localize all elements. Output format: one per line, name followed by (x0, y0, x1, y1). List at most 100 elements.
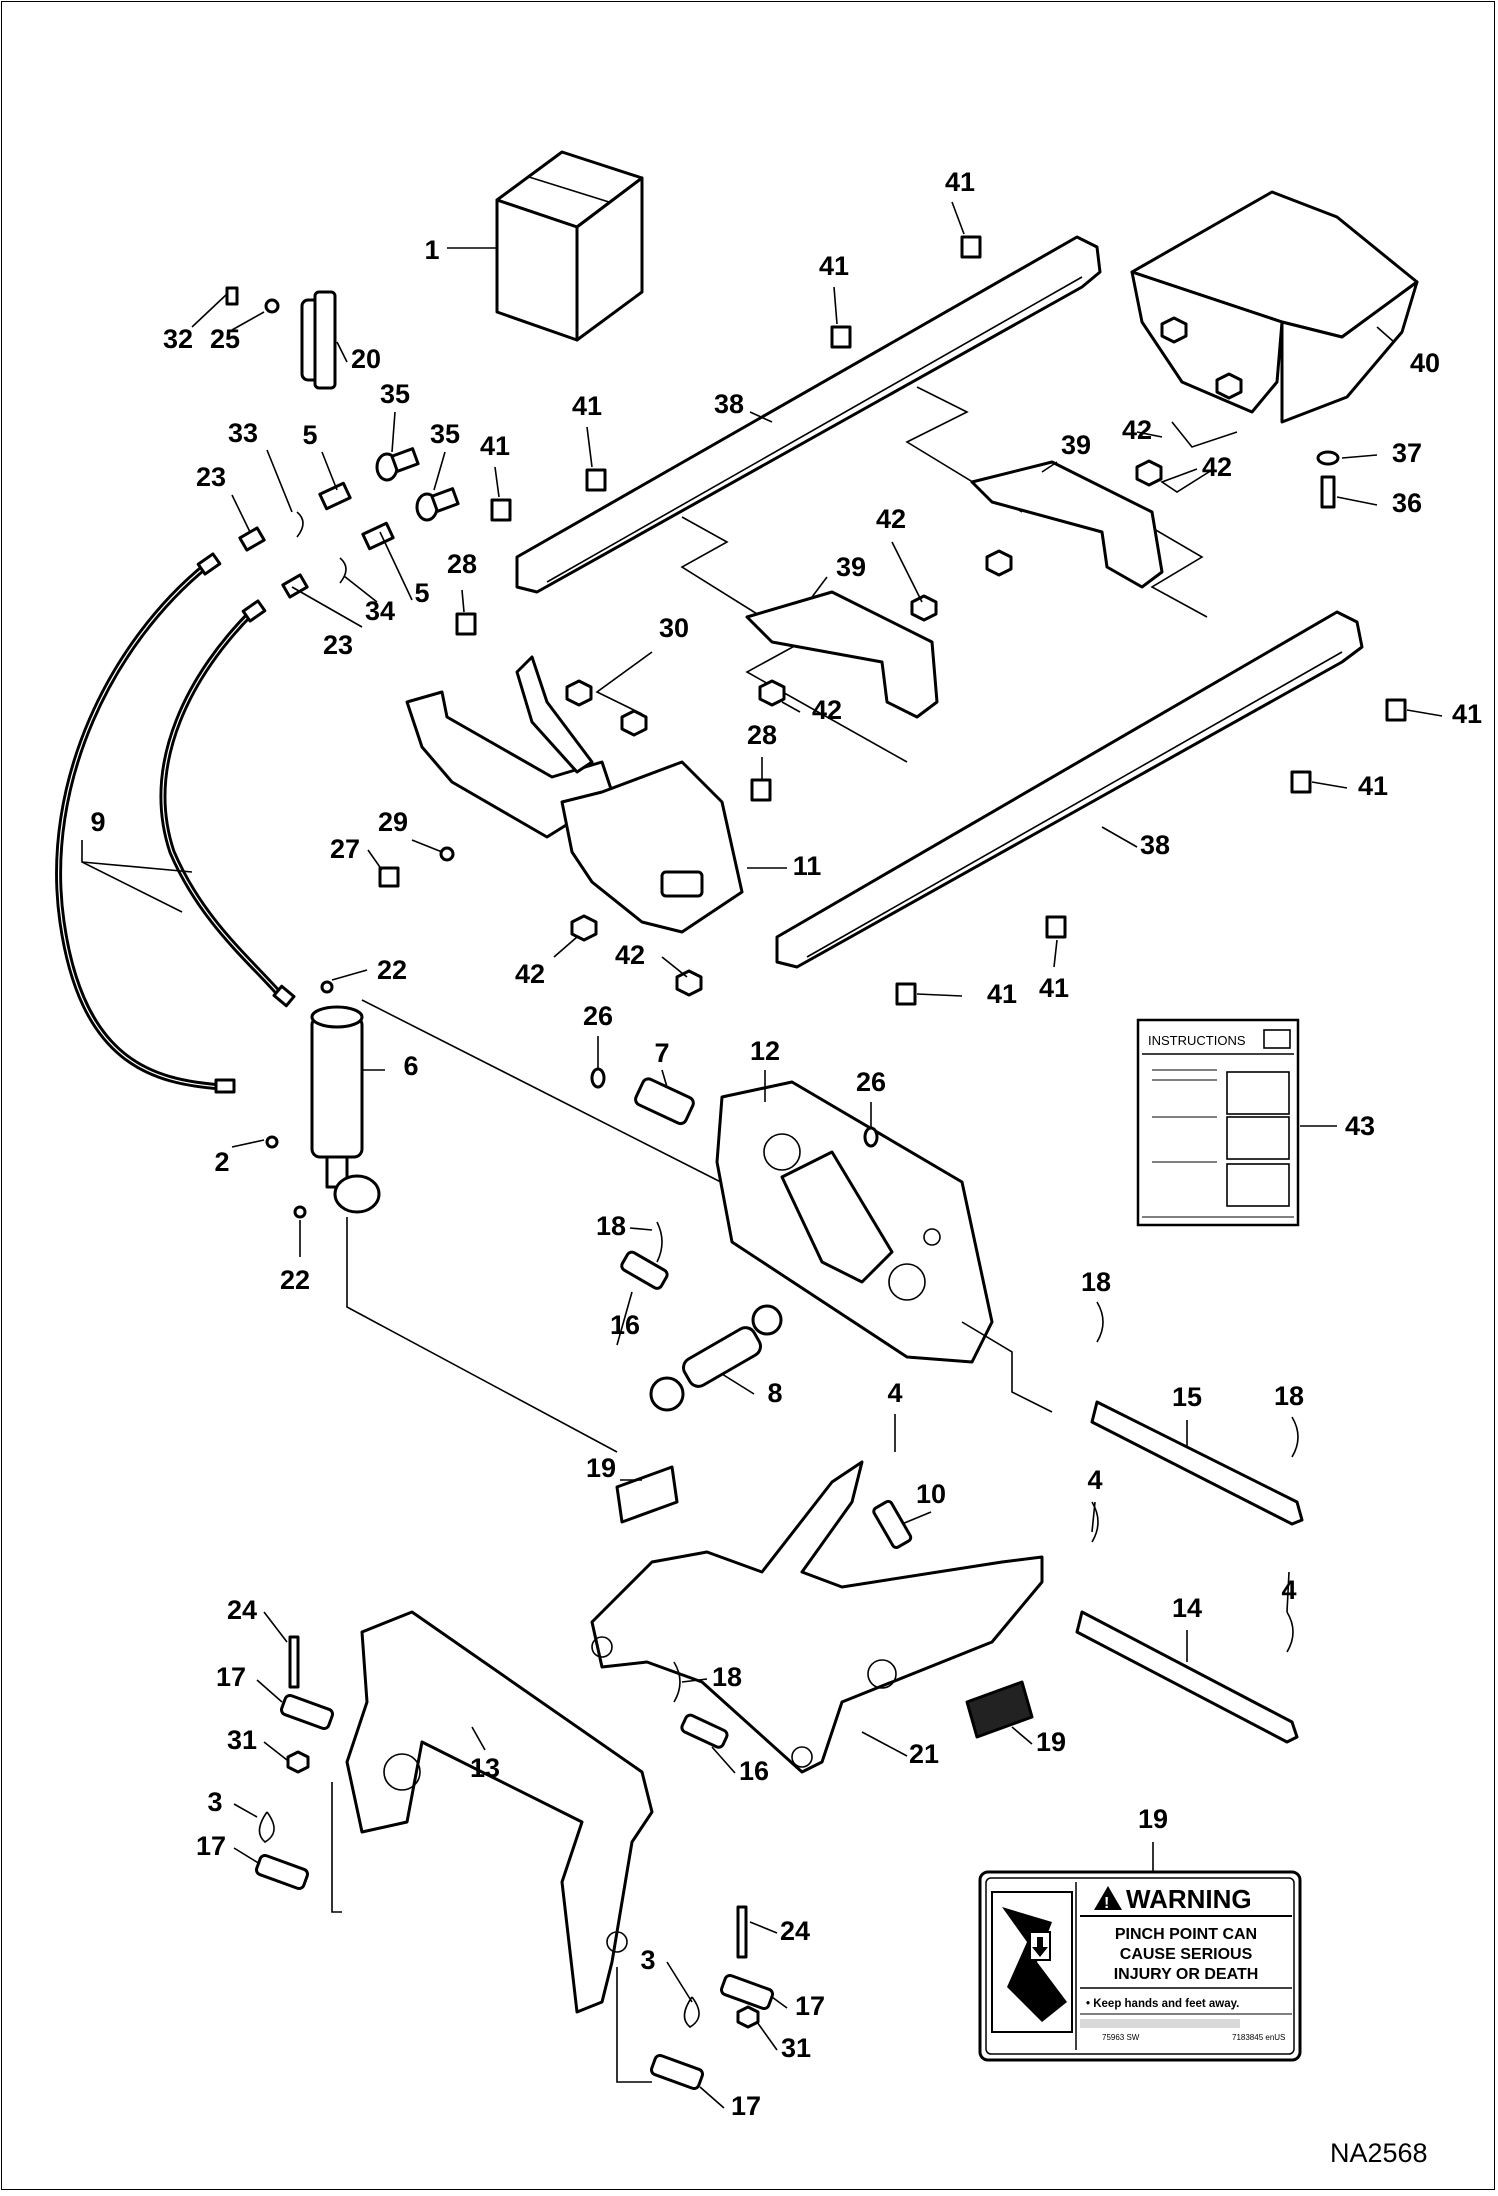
callout-42: 42 (1202, 452, 1232, 482)
callout-27: 27 (330, 834, 360, 864)
part-decal-small (615, 1465, 1034, 1745)
callout-41: 41 (819, 251, 849, 281)
part-frame-rails (515, 235, 1364, 969)
callout-35: 35 (380, 379, 410, 409)
callout-2: 2 (214, 1147, 229, 1177)
callout-38: 38 (1140, 830, 1170, 860)
callout-15: 15 (1172, 1382, 1202, 1412)
callout-39: 39 (836, 552, 866, 582)
part-pin-and-rings (590, 1036, 879, 1148)
callout-16: 16 (610, 1310, 640, 1340)
callout-37: 37 (1392, 438, 1422, 468)
callout-28: 28 (747, 720, 777, 750)
callout-23: 23 (323, 630, 353, 660)
callout-16: 16 (739, 1756, 769, 1786)
warning-decal: ! WARNING PINCH POINT CAN CAUSE SERIOUS … (978, 1842, 1302, 2062)
callout-41: 41 (1358, 771, 1388, 801)
part-brackets (405, 655, 787, 934)
svg-text:!: ! (1104, 1895, 1109, 1912)
callout-18: 18 (1081, 1267, 1111, 1297)
callout-42: 42 (876, 504, 906, 534)
callout-10: 10 (916, 1479, 946, 1509)
callout-41: 41 (987, 979, 1017, 1009)
callout-39: 39 (1061, 430, 1091, 460)
part-hydraulic-hoses (55, 552, 296, 1094)
part-straps (745, 460, 1164, 719)
callout-43: 43 (1345, 1111, 1375, 1141)
callout-9: 9 (90, 807, 105, 837)
callout-11: 11 (793, 851, 822, 881)
callout-29: 29 (378, 807, 408, 837)
callout-19: 19 (1138, 1804, 1168, 1834)
callout-1: 1 (424, 235, 439, 265)
warning-line-2: CAUSE SERIOUS (1120, 1946, 1253, 1963)
callout-41: 41 (1452, 699, 1482, 729)
callout-22: 22 (377, 955, 407, 985)
callout-31: 31 (781, 2033, 811, 2063)
callout-3: 3 (640, 1945, 655, 1975)
warning-code-right: 7183845 enUS (1232, 2033, 1285, 2042)
callout-4: 4 (1087, 1465, 1102, 1495)
callout-40: 40 (1410, 348, 1440, 378)
callout-24: 24 (227, 1595, 257, 1625)
warning-line-1: PINCH POINT CAN (1115, 1926, 1257, 1943)
callout-42: 42 (615, 940, 645, 970)
callout-42: 42 (515, 959, 545, 989)
callout-34: 34 (365, 596, 395, 626)
callout-18: 18 (712, 1662, 742, 1692)
part-mounting-plate (1130, 190, 1419, 424)
callout-17: 17 (731, 2091, 761, 2121)
instructions-card: INSTRUCTIONS (1136, 1018, 1337, 1227)
callout-5: 5 (302, 420, 317, 450)
callout-18: 18 (1274, 1381, 1304, 1411)
part-fittings-group (191, 286, 460, 628)
part-coupler (715, 1070, 994, 1364)
callout-3: 3 (207, 1787, 222, 1817)
callout-38: 38 (714, 389, 744, 419)
warning-code-left: 75963 SW (1102, 2033, 1140, 2042)
callout-22: 22 (280, 1265, 310, 1295)
callout-13: 13 (470, 1753, 500, 1783)
warning-bullet: • Keep hands and feet away. (1086, 1998, 1239, 2010)
callout-21: 21 (909, 1739, 939, 1769)
callout-17: 17 (196, 1831, 226, 1861)
callout-35: 35 (430, 419, 460, 449)
callout-17: 17 (795, 1991, 825, 2021)
callout-41: 41 (1039, 973, 1069, 1003)
callout-42: 42 (1122, 415, 1152, 445)
callout-41: 41 (480, 431, 510, 461)
part-hardware (367, 201, 1443, 1006)
callout-12: 12 (750, 1036, 780, 1066)
part-link-and-pins (616, 1221, 783, 1412)
callout-24: 24 (780, 1916, 810, 1946)
callout-33: 33 (228, 418, 258, 448)
callout-26: 26 (583, 1001, 613, 1031)
callout-32: 32 (163, 324, 193, 354)
callout-36: 36 (1392, 488, 1422, 518)
callout-25: 25 (210, 324, 240, 354)
callout-7: 7 (654, 1038, 669, 1068)
callout-4: 4 (887, 1378, 902, 1408)
callout-14: 14 (1172, 1593, 1202, 1623)
callout-5: 5 (414, 578, 429, 608)
callout-17: 17 (216, 1662, 246, 1692)
instructions-card-title: INSTRUCTIONS (1148, 1033, 1246, 1048)
callout-23: 23 (196, 462, 226, 492)
callout-19: 19 (586, 1453, 616, 1483)
part-long-pins (961, 1301, 1304, 1744)
part-lower-frame (590, 1414, 1290, 1774)
warning-header: WARNING (1126, 1884, 1252, 1914)
part-kit-box (447, 150, 644, 342)
drawing-id: NA2568 (1330, 2138, 1428, 2168)
part-lower-pins (233, 1611, 788, 2109)
callout-41: 41 (945, 167, 975, 197)
callout-41: 41 (572, 391, 602, 421)
callout-18: 18 (596, 1211, 626, 1241)
warning-triangle-icon (1094, 1886, 1122, 1910)
callout-6: 6 (403, 1051, 418, 1081)
callout-26: 26 (856, 1067, 886, 1097)
callout-42: 42 (812, 695, 842, 725)
